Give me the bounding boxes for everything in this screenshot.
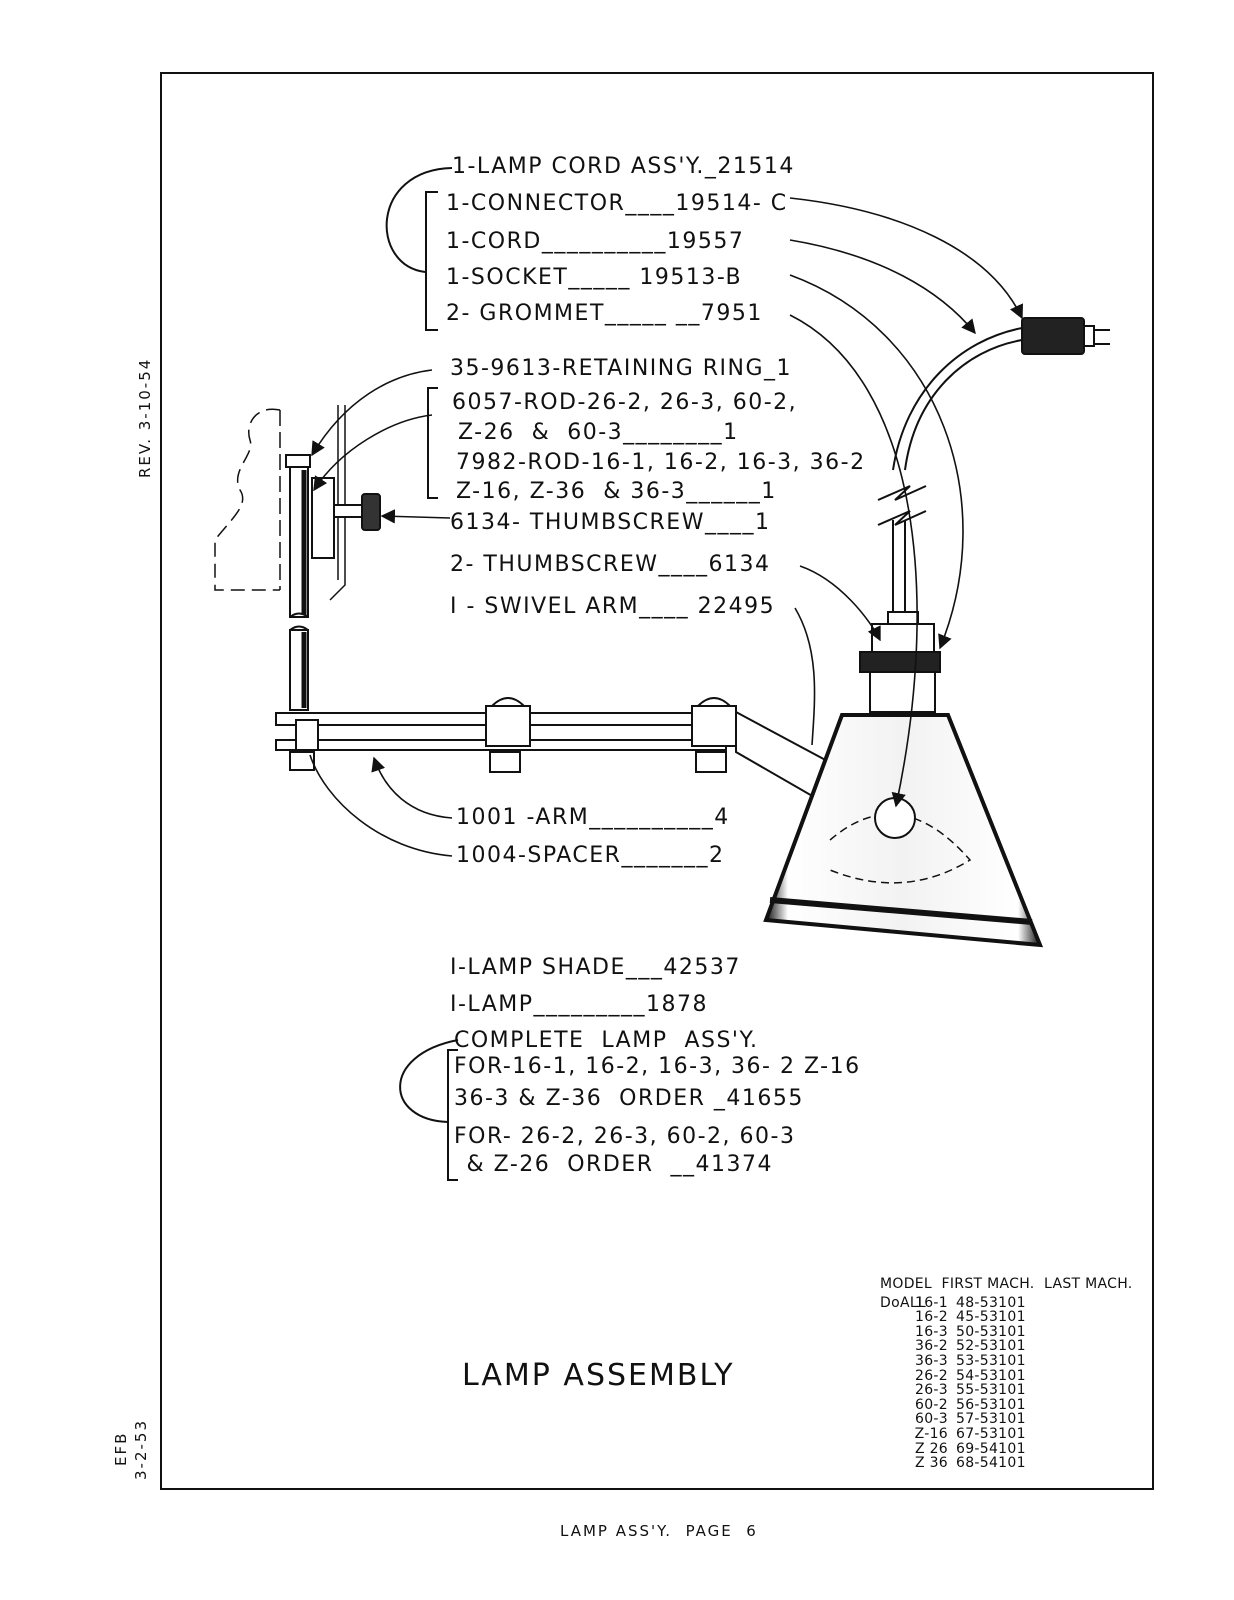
label-lamp: I-LAMP_________1878 (450, 992, 708, 1017)
model-row: 16-3 50-53101 (880, 1325, 1133, 1340)
label-rod-6057-line2: Z-26 & 60-3________1 (458, 420, 739, 445)
drawing-frame (160, 72, 1154, 1490)
label-order-16-line1: FOR-16-1, 16-2, 16-3, 36- 2 Z-16 (454, 1054, 861, 1079)
first-machine-number: 53-53101 (956, 1352, 1026, 1369)
model-table-header: MODEL FIRST MACH. LAST MACH. (880, 1276, 1133, 1292)
plug-connector (1021, 317, 1110, 355)
model-row: Z 26 69-54101 (880, 1440, 1133, 1457)
label-rod-7982-line1: 7982-ROD-16-1, 16-2, 16-3, 36-2 (456, 450, 866, 475)
model-row: Z 36 68-54101 (880, 1456, 1133, 1471)
label-rod-6057-line1: 6057-ROD-26-2, 26-3, 60-2, (452, 390, 798, 415)
first-machine-number: 69-54101 (956, 1440, 1026, 1457)
label-lamp-cord-assembly: 1-LAMP CORD ASS'Y._21514 (452, 154, 795, 179)
first-machine-number: 50-53101 (956, 1323, 1026, 1340)
model-number: 16-3 (915, 1323, 948, 1340)
model-number: 36-3 (915, 1352, 948, 1369)
label-cord: 1-CORD__________19557 (446, 229, 745, 254)
label-grommet: 2- GROMMET_____ __7951 (446, 301, 763, 326)
leader-lines (309, 197, 1023, 857)
model-row: 36-3 53-53101 (880, 1354, 1133, 1369)
model-number: 16-2 (915, 1309, 948, 1326)
first-machine-number: 55-53101 (956, 1382, 1026, 1399)
first-machine-number: 52-53101 (956, 1338, 1026, 1355)
first-machine-number: 45-53101 (956, 1309, 1026, 1326)
clamp-bracket (311, 477, 381, 559)
model-row: 26-2 54-53101 (880, 1367, 1133, 1384)
vertical-rod (285, 454, 311, 711)
label-spacer: 1004-SPACER_______2 (456, 843, 725, 868)
model-number: 60-2 (915, 1396, 948, 1413)
drawing-title: LAMP ASSEMBLY (462, 1358, 735, 1393)
model-number: Z-16 (914, 1425, 948, 1442)
model-row: 36-2 52-53101 (880, 1339, 1133, 1354)
model-number: Z 36 (914, 1455, 948, 1472)
lamp-head (763, 611, 1044, 948)
model-number: 16-1 (915, 1294, 948, 1311)
model-row: 16-2 45-53101 (880, 1310, 1133, 1325)
machine-outline (214, 405, 346, 601)
model-row: Z-16 67-53101 (880, 1427, 1133, 1442)
label-lamp-shade: I-LAMP SHADE___42537 (450, 955, 741, 980)
model-number: 60-3 (915, 1411, 948, 1428)
model-number: Z 26 (914, 1440, 948, 1457)
lamp-cord (877, 327, 1023, 612)
label-complete-assembly: COMPLETE LAMP ASS'Y. (454, 1028, 759, 1053)
brace-complete-group (399, 1039, 459, 1181)
label-retaining-ring: 35-9613-RETAINING RING_1 (450, 356, 793, 381)
first-machine-number: 48-53101 (956, 1294, 1026, 1311)
model-row: 26-3 55-53101 (880, 1383, 1133, 1398)
label-thumbscrew-2: 2- THUMBSCREW____6134 (450, 552, 771, 577)
page-footer: LAMP ASS'Y. PAGE 6 (560, 1522, 758, 1540)
first-machine-number: 56-53101 (956, 1396, 1026, 1413)
model-row: 60-3 57-53101 (880, 1412, 1133, 1427)
first-machine-number: 67-53101 (956, 1425, 1026, 1442)
label-socket: 1-SOCKET_____ 19513-B (446, 265, 743, 290)
label-rod-7982-line2: Z-16, Z-36 & 36-3______1 (456, 479, 777, 504)
brace-cord-group (385, 167, 453, 331)
model-number: 26-3 (915, 1382, 948, 1399)
model-brand: DoALL (880, 1294, 927, 1311)
first-machine-number: 68-54101 (956, 1455, 1026, 1472)
label-connector: 1-CONNECTOR____19514- C (446, 191, 788, 216)
first-machine-number: 54-53101 (956, 1367, 1026, 1384)
model-row: 60-2 56-53101 (880, 1398, 1133, 1413)
label-order-26-line2: & Z-26 ORDER __41374 (458, 1152, 773, 1177)
label-order-16-line2: 36-3 & Z-36 ORDER _41655 (454, 1086, 804, 1111)
label-arm: 1001 -ARM__________4 (456, 805, 730, 830)
brace-rod-group (427, 387, 438, 499)
label-swivel-arm: I - SWIVEL ARM____ 22495 (450, 594, 776, 619)
model-number: 36-2 (915, 1338, 948, 1355)
first-machine-number: 57-53101 (956, 1411, 1026, 1428)
model-number: 26-2 (915, 1367, 948, 1384)
label-thumbscrew-6134: 6134- THUMBSCREW____1 (450, 510, 771, 535)
label-order-26-line1: FOR- 26-2, 26-3, 60-2, 60-3 (454, 1124, 796, 1149)
